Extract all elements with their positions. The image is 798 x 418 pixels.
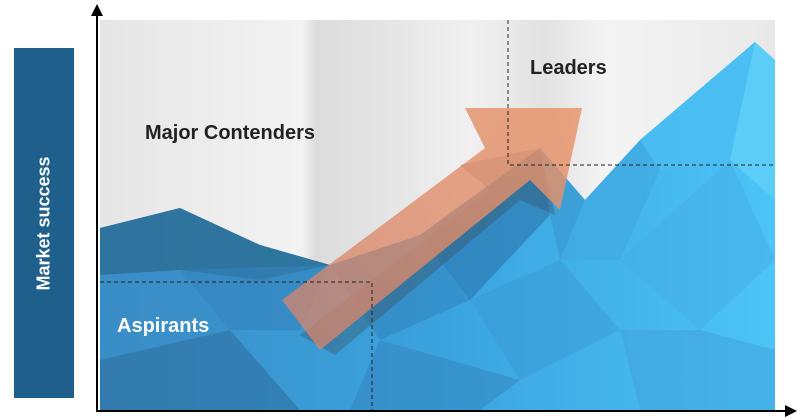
mountain-facet-7: [640, 42, 755, 170]
mountain-facet-8: [730, 42, 775, 200]
upward-trend-arrow: [282, 108, 582, 350]
mountain-facet-9: [470, 260, 620, 380]
mountain-facet-11: [100, 330, 300, 410]
leaders-label: Leaders: [530, 57, 607, 79]
mountain-facet-10: [620, 160, 775, 330]
mountain-facet-13: [620, 330, 775, 410]
major-contenders-label: Major Contenders: [145, 122, 315, 144]
mountain-ridge-left: [100, 208, 330, 280]
y-axis-label-box: Market success: [14, 48, 74, 398]
y-axis-arrowhead: [91, 4, 103, 16]
x-axis-arrowhead: [785, 405, 797, 417]
aspirants-label: Aspirants: [117, 315, 209, 337]
leaders-quadrant-border: [507, 20, 775, 166]
mountain-facet-6: [560, 140, 660, 260]
mountain-facet-12: [350, 340, 520, 410]
aspirants-quadrant-border: [100, 281, 373, 410]
